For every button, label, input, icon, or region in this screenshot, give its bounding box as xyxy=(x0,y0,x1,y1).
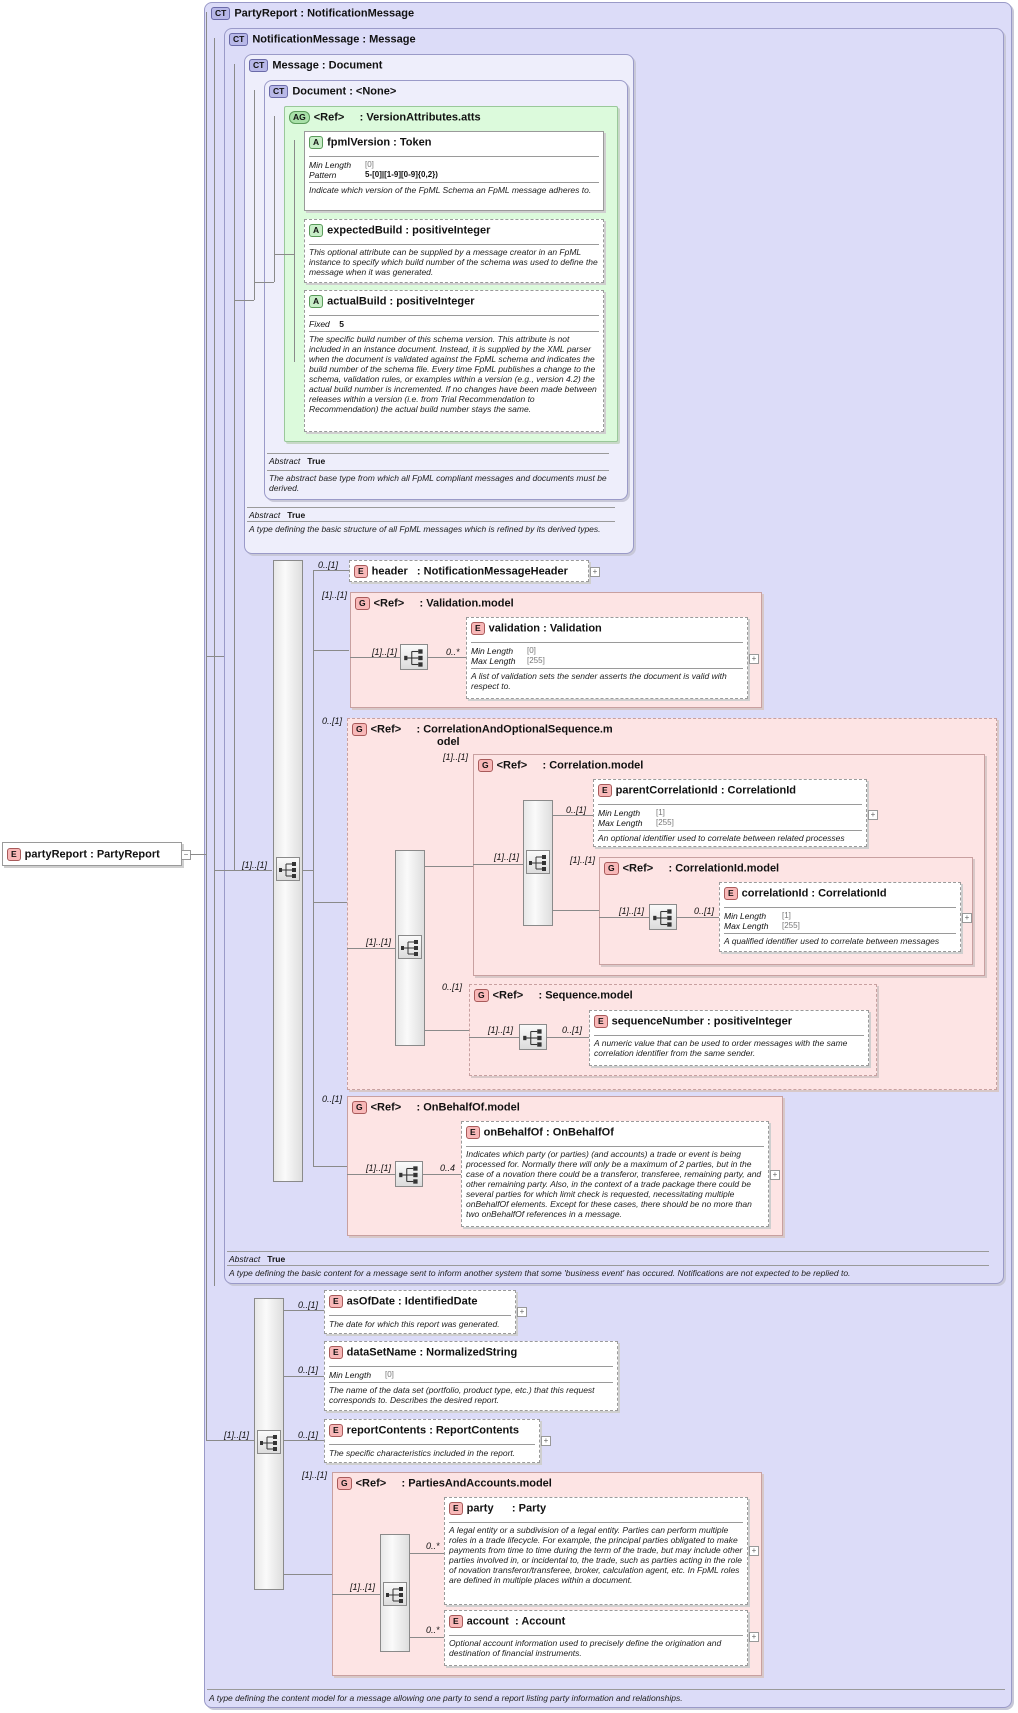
element-badge: E xyxy=(329,1295,343,1308)
expand-toggle[interactable]: + xyxy=(770,1170,780,1180)
group-badge: G xyxy=(474,989,489,1002)
attribute-group-badge: AG xyxy=(289,111,310,124)
element-badge: E xyxy=(449,1502,463,1515)
complex-type-badge: CT xyxy=(249,59,269,72)
sequence-compositor-icon[interactable] xyxy=(257,1430,281,1454)
group-badge: G xyxy=(355,597,370,610)
element-badge: E xyxy=(449,1615,463,1628)
sequence-compositor-icon[interactable] xyxy=(395,1161,423,1187)
expand-toggle[interactable]: + xyxy=(590,567,600,577)
group-badge: G xyxy=(478,759,493,772)
expand-toggle[interactable]: + xyxy=(749,1546,759,1556)
ct-notification-abstract: Abstract True xyxy=(229,1254,286,1264)
sequence-compositor-icon[interactable] xyxy=(383,1582,407,1606)
element-badge: E xyxy=(354,565,368,578)
sequence-compositor-icon[interactable] xyxy=(649,904,677,930)
expand-toggle[interactable]: + xyxy=(749,1632,759,1642)
sequence-compositor-icon[interactable] xyxy=(400,644,428,670)
element-badge: E xyxy=(329,1424,343,1437)
ct-message-abstract: Abstract True xyxy=(249,510,306,520)
sequence-compositor-icon[interactable] xyxy=(398,935,422,959)
element-badge: E xyxy=(329,1346,343,1359)
element-badge: E xyxy=(724,887,738,900)
sequence-compositor-icon[interactable] xyxy=(519,1024,547,1050)
expand-toggle[interactable]: + xyxy=(541,1436,551,1446)
complex-type-badge: CT xyxy=(269,85,289,98)
group-badge: G xyxy=(604,862,619,875)
element-badge: E xyxy=(594,1015,608,1028)
expand-toggle[interactable]: + xyxy=(517,1307,527,1317)
group-badge: G xyxy=(352,723,367,736)
element-badge: E xyxy=(598,784,612,797)
attribute-group-title: AG<Ref> : VersionAttributes.atts xyxy=(289,111,481,124)
ct-message-footer: A type defining the basic structure of a… xyxy=(249,524,601,534)
attribute-badge: A xyxy=(309,224,324,237)
element-badge: E xyxy=(471,622,485,635)
attribute-badge: A xyxy=(309,295,324,308)
collapse-toggle[interactable]: − xyxy=(181,850,191,860)
complex-type-badge: CT xyxy=(211,7,231,20)
complex-type-badge: CT xyxy=(229,33,249,46)
sequence-compositor-icon[interactable] xyxy=(276,857,300,881)
expand-toggle[interactable]: + xyxy=(749,654,759,664)
attribute-badge: A xyxy=(309,136,324,149)
ct-document-abstract: Abstract True xyxy=(269,456,326,466)
element-badge: E xyxy=(7,848,21,861)
expand-toggle[interactable]: + xyxy=(962,913,972,923)
group-badge: G xyxy=(352,1101,367,1114)
expand-toggle[interactable]: + xyxy=(868,810,878,820)
ct-party-report-footer: A type defining the content model for a … xyxy=(209,1693,683,1703)
ct-document-footer: The abstract base type from which all Fp… xyxy=(269,473,607,493)
sequence-compositor-icon[interactable] xyxy=(526,850,550,874)
ct-notification-footer: A type defining the basic content for a … xyxy=(229,1268,851,1278)
element-badge: E xyxy=(466,1126,480,1139)
group-badge: G xyxy=(337,1477,352,1490)
